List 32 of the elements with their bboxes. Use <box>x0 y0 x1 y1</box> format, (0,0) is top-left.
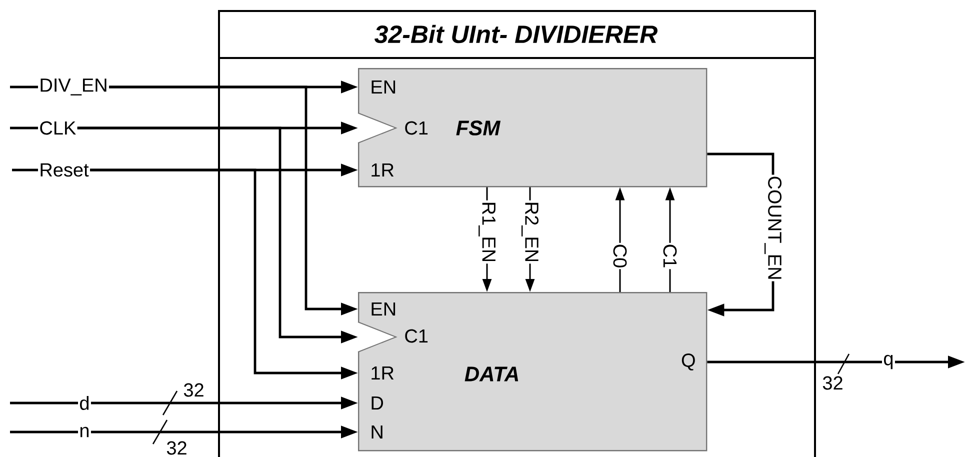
block-title: 32-Bit UInt- DIVIDIERER <box>374 24 658 44</box>
signal-label: n <box>78 426 91 438</box>
port-label: C1 <box>405 121 428 135</box>
edge-label: R1_EN <box>478 200 496 264</box>
block-name: FSM <box>456 120 501 136</box>
signal-label: Reset <box>38 162 90 178</box>
bus-width-label: 32 <box>184 383 204 397</box>
port-label: Q <box>682 354 695 370</box>
signal-line <box>707 360 882 364</box>
signal-line <box>10 126 38 130</box>
signal-line <box>10 402 78 404</box>
bus-width-label: 32 <box>822 376 842 390</box>
port-label: EN <box>372 302 396 316</box>
signal-label: q <box>882 354 895 370</box>
port-label: C1 <box>405 329 428 343</box>
signal-label: CLK <box>38 120 78 136</box>
edge-label: R2_EN <box>520 200 540 264</box>
signal-label: d <box>78 395 91 411</box>
port-label: 1R <box>372 366 394 380</box>
block-name: DATA <box>464 366 518 382</box>
port-label: EN <box>372 80 396 94</box>
edge-label: C1 <box>662 242 678 270</box>
edge-label: C0 <box>612 242 628 270</box>
signal-line <box>12 168 38 172</box>
port-label: N <box>372 425 382 439</box>
bus-width-label: 32 <box>166 441 186 455</box>
signal-label: DIV_EN <box>38 78 109 96</box>
signal-line <box>10 86 38 88</box>
signal-line <box>10 430 78 434</box>
edge-label: COUNT_EN <box>763 174 783 282</box>
port-label: D <box>372 396 384 410</box>
port-label: 1R <box>372 163 394 177</box>
